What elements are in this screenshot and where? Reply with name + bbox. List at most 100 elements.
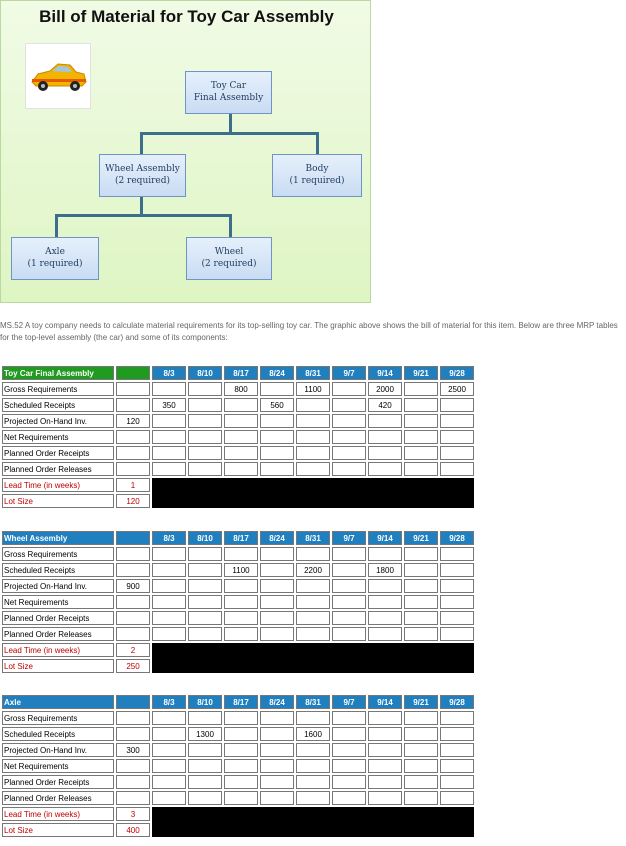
mrp-cell[interactable] bbox=[152, 414, 186, 428]
mrp-row-value[interactable] bbox=[116, 627, 150, 641]
mrp-cell[interactable] bbox=[404, 627, 438, 641]
mrp-cell[interactable]: 350 bbox=[152, 398, 186, 412]
mrp-cell[interactable] bbox=[260, 382, 294, 396]
mrp-cell[interactable] bbox=[296, 743, 330, 757]
mrp-cell[interactable] bbox=[332, 759, 366, 773]
mrp-cell[interactable] bbox=[188, 759, 222, 773]
mrp-cell[interactable] bbox=[404, 595, 438, 609]
mrp-cell[interactable]: 2500 bbox=[440, 382, 474, 396]
mrp-row-value[interactable]: 120 bbox=[116, 414, 150, 428]
mrp-cell[interactable] bbox=[368, 547, 402, 561]
mrp-cell[interactable] bbox=[260, 611, 294, 625]
mrp-cell[interactable] bbox=[152, 711, 186, 725]
mrp-cell[interactable] bbox=[368, 759, 402, 773]
mrp-cell[interactable]: 2000 bbox=[368, 382, 402, 396]
mrp-cell[interactable] bbox=[296, 398, 330, 412]
mrp-cell[interactable] bbox=[368, 462, 402, 476]
mrp-cell[interactable] bbox=[152, 382, 186, 396]
mrp-cell[interactable] bbox=[440, 579, 474, 593]
mrp-cell[interactable] bbox=[332, 462, 366, 476]
mrp-cell[interactable] bbox=[260, 430, 294, 444]
mrp-cell[interactable] bbox=[296, 462, 330, 476]
mrp-cell[interactable] bbox=[332, 611, 366, 625]
mrp-cell[interactable]: 1800 bbox=[368, 563, 402, 577]
mrp-cell[interactable] bbox=[224, 627, 258, 641]
mrp-cell[interactable] bbox=[224, 579, 258, 593]
mrp-row-value[interactable] bbox=[116, 759, 150, 773]
mrp-cell[interactable]: 1100 bbox=[296, 382, 330, 396]
mrp-cell[interactable] bbox=[332, 547, 366, 561]
mrp-cell[interactable] bbox=[332, 398, 366, 412]
mrp-cell[interactable] bbox=[152, 462, 186, 476]
mrp-cell[interactable] bbox=[368, 727, 402, 741]
mrp-cell[interactable] bbox=[368, 414, 402, 428]
mrp-cell[interactable] bbox=[296, 611, 330, 625]
mrp-cell[interactable] bbox=[260, 775, 294, 789]
mrp-cell[interactable]: 2200 bbox=[296, 563, 330, 577]
mrp-cell[interactable] bbox=[332, 430, 366, 444]
mrp-cell[interactable] bbox=[368, 743, 402, 757]
mrp-cell[interactable] bbox=[332, 711, 366, 725]
mrp-cell[interactable] bbox=[224, 727, 258, 741]
mrp-cell[interactable] bbox=[332, 627, 366, 641]
mrp-cell[interactable] bbox=[368, 595, 402, 609]
mrp-cell[interactable] bbox=[260, 759, 294, 773]
mrp-cell[interactable] bbox=[404, 446, 438, 460]
mrp-cell[interactable] bbox=[332, 791, 366, 805]
mrp-cell[interactable] bbox=[296, 547, 330, 561]
mrp-cell[interactable] bbox=[332, 563, 366, 577]
mrp-cell[interactable]: 1300 bbox=[188, 727, 222, 741]
mrp-cell[interactable] bbox=[296, 759, 330, 773]
mrp-row-value[interactable] bbox=[116, 563, 150, 577]
mrp-cell[interactable] bbox=[188, 547, 222, 561]
mrp-cell[interactable] bbox=[440, 430, 474, 444]
mrp-cell[interactable] bbox=[188, 414, 222, 428]
mrp-cell[interactable] bbox=[404, 611, 438, 625]
mrp-cell[interactable] bbox=[188, 579, 222, 593]
mrp-row-value[interactable] bbox=[116, 430, 150, 444]
mrp-cell[interactable] bbox=[152, 627, 186, 641]
mrp-cell[interactable] bbox=[188, 563, 222, 577]
mrp-cell[interactable]: 420 bbox=[368, 398, 402, 412]
mrp-row-value[interactable] bbox=[116, 547, 150, 561]
mrp-row-value[interactable] bbox=[116, 711, 150, 725]
mrp-cell[interactable] bbox=[440, 547, 474, 561]
mrp-cell[interactable] bbox=[404, 563, 438, 577]
mrp-cell[interactable] bbox=[296, 579, 330, 593]
mrp-cell[interactable] bbox=[260, 595, 294, 609]
mrp-cell[interactable] bbox=[368, 430, 402, 444]
mrp-cell[interactable] bbox=[152, 727, 186, 741]
mrp-cell[interactable] bbox=[152, 611, 186, 625]
mrp-cell[interactable] bbox=[440, 711, 474, 725]
mrp-cell[interactable] bbox=[188, 611, 222, 625]
mrp-row-value[interactable] bbox=[116, 382, 150, 396]
mrp-row-value[interactable] bbox=[116, 791, 150, 805]
mrp-cell[interactable] bbox=[440, 727, 474, 741]
mrp-cell[interactable] bbox=[440, 627, 474, 641]
mrp-cell[interactable] bbox=[404, 711, 438, 725]
mrp-cell[interactable] bbox=[440, 398, 474, 412]
mrp-cell[interactable] bbox=[224, 775, 258, 789]
mrp-cell[interactable] bbox=[440, 611, 474, 625]
mrp-cell[interactable] bbox=[332, 775, 366, 789]
mrp-cell[interactable] bbox=[188, 398, 222, 412]
mrp-cell[interactable] bbox=[152, 743, 186, 757]
mrp-row-value[interactable] bbox=[116, 462, 150, 476]
mrp-cell[interactable] bbox=[404, 398, 438, 412]
mrp-cell[interactable] bbox=[260, 446, 294, 460]
mrp-cell[interactable] bbox=[296, 446, 330, 460]
mrp-cell[interactable] bbox=[368, 627, 402, 641]
mrp-cell[interactable] bbox=[152, 430, 186, 444]
mrp-cell[interactable] bbox=[332, 595, 366, 609]
mrp-cell[interactable] bbox=[260, 547, 294, 561]
mrp-cell[interactable] bbox=[440, 759, 474, 773]
mrp-row-value[interactable] bbox=[116, 727, 150, 741]
mrp-cell[interactable] bbox=[188, 791, 222, 805]
mrp-cell[interactable] bbox=[404, 382, 438, 396]
mrp-cell[interactable] bbox=[224, 743, 258, 757]
mrp-cell[interactable] bbox=[296, 711, 330, 725]
mrp-cell[interactable] bbox=[368, 611, 402, 625]
mrp-cell[interactable] bbox=[296, 627, 330, 641]
mrp-row-value[interactable] bbox=[116, 595, 150, 609]
mrp-cell[interactable] bbox=[224, 759, 258, 773]
